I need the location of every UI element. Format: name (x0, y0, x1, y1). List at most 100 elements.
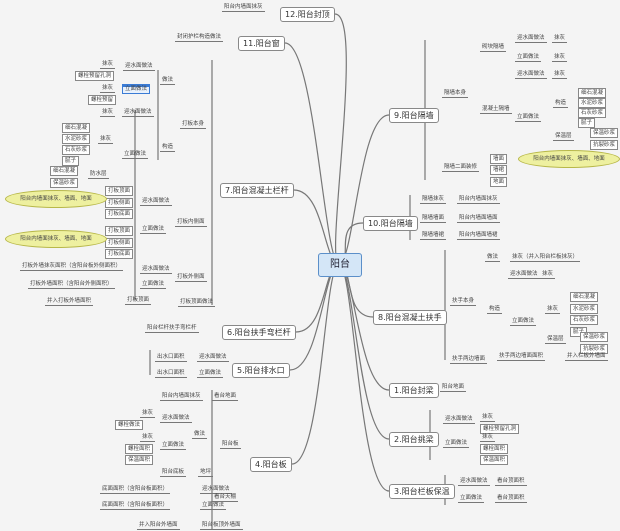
leaf-node[interactable]: 抹灰 (480, 414, 496, 422)
leaf-node[interactable]: 螺栓预留 (88, 95, 117, 105)
topic-5[interactable]: 5.阳台排水口 (232, 363, 290, 378)
leaf-node[interactable]: 做法 (192, 431, 208, 439)
leaf-node[interactable]: 阳台板顶外墙面 (200, 522, 243, 530)
leaf-node[interactable]: 细石混凝 (570, 292, 599, 302)
leaf-node[interactable]: 水泥砂浆 (62, 134, 91, 144)
leaf-node[interactable]: 并入阳台外墙面 (137, 522, 180, 530)
leaf-node[interactable]: 混凝土隔墙 (480, 106, 512, 114)
leaf-node[interactable]: 抹灰 (100, 109, 116, 117)
leaf-node[interactable]: 打板本身 (180, 121, 207, 129)
leaf-node[interactable]: 立面做法 (140, 226, 167, 234)
leaf-node[interactable]: 并入打板外墙面积 (45, 298, 94, 306)
leaf-node[interactable]: 扶手本身 (450, 298, 477, 306)
leaf-node[interactable]: 打板底面 (105, 209, 134, 219)
leaf-node[interactable]: 隔墙抹灰 (420, 196, 447, 204)
leaf-node[interactable]: 保温砂浆 (590, 128, 619, 138)
leaf-node[interactable]: 看台天棚 (212, 494, 239, 502)
leaf-node[interactable]: 底面面积（含阳台板面积） (100, 486, 171, 494)
leaf-node[interactable]: 墙裙 (490, 165, 508, 175)
leaf-node[interactable]: 打板顶面 (125, 297, 152, 305)
leaf-node[interactable]: 防水层 (88, 171, 109, 179)
leaf-node[interactable]: 阳台内墙面抹灰 (222, 4, 265, 12)
leaf-node[interactable]: 石灰砂浆 (62, 145, 91, 155)
leaf-node[interactable]: 细石混凝 (62, 123, 91, 133)
leaf-node[interactable]: 隔墙墙裙 (420, 232, 447, 240)
leaf-node[interactable]: 构造 (487, 306, 503, 314)
leaf-node[interactable]: 并入栏板外墙面 (565, 353, 608, 361)
leaf-node[interactable]: 抹灰 (545, 306, 561, 314)
leaf-node[interactable]: 水泥砂浆 (570, 304, 599, 314)
leaf-node[interactable]: 保温面积 (125, 455, 154, 465)
leaf-node[interactable]: 保温层 (545, 336, 566, 344)
leaf-node[interactable]: 底面面积（含阳台板面积） (100, 502, 171, 510)
leaf-node[interactable]: 石灰砂浆 (570, 315, 599, 325)
leaf-node[interactable]: 打板内侧面 (175, 219, 207, 227)
leaf-node[interactable]: 打板顶面 (105, 186, 134, 196)
leaf-node[interactable]: 保温面积 (480, 455, 509, 465)
leaf-node[interactable]: 隔墙墙面 (420, 215, 447, 223)
leaf-node[interactable]: 螺栓做法 (115, 420, 144, 430)
leaf-node[interactable]: 迎水面做法 (508, 271, 540, 279)
leaf-node[interactable]: 构造 (160, 144, 176, 152)
leaf-node[interactable]: 抹灰 (552, 54, 568, 62)
topic-11[interactable]: 2.阳台挑梁 (389, 432, 439, 447)
leaf-node[interactable]: 立面做法 (140, 281, 167, 289)
leaf-node[interactable]: 打板外墙面积（含阳台外侧面积） (28, 281, 115, 289)
leaf-node[interactable]: 做法 (485, 254, 501, 262)
leaf-node[interactable]: 抹灰 (552, 35, 568, 43)
leaf-node[interactable]: 墙面 (490, 154, 508, 164)
leaf-node[interactable]: 阳台内墙面墙面 (457, 215, 500, 223)
leaf-node[interactable]: 迎水面做法 (458, 478, 490, 486)
leaf-node[interactable]: 看台地面 (212, 393, 239, 401)
leaf-node[interactable]: 抹灰 (552, 71, 568, 79)
leaf-node[interactable]: 阳台板 (220, 441, 241, 449)
leaf-node[interactable]: 阳台地面 (440, 384, 467, 392)
leaf-node[interactable]: 看台顶面积 (495, 495, 527, 503)
leaf-node[interactable]: 立面做法 (458, 495, 485, 503)
leaf-node[interactable]: 打板外侧面 (175, 274, 207, 282)
central-topic[interactable]: 阳台 (318, 253, 362, 277)
leaf-node[interactable]: 螺栓预留孔洞 (480, 424, 520, 434)
topic-9[interactable]: 8.阳台混凝土扶手 (373, 310, 447, 325)
leaf-node[interactable]: 迎水面做法 (123, 63, 155, 71)
leaf-node[interactable]: 打板外墙抹灰面积（含阳台板外侧面积） (20, 263, 124, 271)
leaf-node[interactable]: 阳台内墙面抹灰 (457, 196, 500, 204)
leaf-node[interactable]: 阳台内墙面墙裙 (457, 232, 500, 240)
topic-8[interactable]: 10.阳台隔墙 (363, 216, 418, 231)
leaf-node[interactable]: 抹灰 (480, 434, 496, 442)
leaf-node[interactable]: 隔墙本身 (442, 90, 469, 98)
leaf-node[interactable]: 腻子 (62, 156, 80, 166)
leaf-node[interactable]: 立面做法 (197, 370, 224, 378)
leaf-node[interactable]: 打板侧面 (105, 238, 134, 248)
leaf-node[interactable]: 地面 (490, 177, 508, 187)
leaf-node[interactable]: 迎水面做法 (160, 415, 192, 423)
leaf-node[interactable]: 螺栓面积 (480, 444, 509, 454)
leaf-node[interactable]: 抹灰 (540, 271, 556, 279)
topic-4[interactable]: 6.阳台扶手弯栏杆 (222, 325, 296, 340)
topic-2[interactable]: 11.阳台窗 (238, 36, 285, 51)
leaf-node[interactable]: 出水口面积 (155, 354, 187, 362)
leaf-node[interactable]: 抹灰 (100, 61, 116, 69)
leaf-node[interactable]: 封闭护栏构造做法 (175, 34, 224, 42)
leaf-node[interactable]: 迎水面做法 (122, 109, 154, 117)
leaf-node[interactable]: 砌块隔墙 (480, 44, 507, 52)
leaf-node[interactable]: 出水口面积 (155, 370, 187, 378)
topic-6[interactable]: 4.阳台板 (250, 457, 292, 472)
leaf-node[interactable]: 抹灰 (140, 434, 156, 442)
leaf-node[interactable]: 迎水面做法 (140, 266, 172, 274)
leaf-node[interactable]: 迎水面做法 (140, 198, 172, 206)
leaf-node[interactable]: 阳台内墙面抹灰 (160, 393, 203, 401)
topic-7[interactable]: 9.阳台隔墙 (389, 108, 439, 123)
leaf-node[interactable]: 立面做法 (510, 318, 537, 326)
topic-3[interactable]: 7.阳台混凝土栏杆 (220, 183, 294, 198)
leaf-node[interactable]: 立面做法 (443, 440, 470, 448)
leaf-node[interactable]: 扶手两边墙面 (450, 356, 488, 364)
topic-1[interactable]: 12.阳台封顶 (280, 7, 335, 22)
leaf-node[interactable]: 扶手两边墙面面积 (497, 353, 546, 361)
leaf-node[interactable]: 细石混凝 (578, 88, 607, 98)
leaf-node[interactable]: 保温砂浆 (50, 178, 79, 188)
leaf-node[interactable]: 做法 (160, 77, 176, 85)
leaf-node[interactable]: 螺栓面积 (125, 444, 154, 454)
leaf-node[interactable]: 构造 (553, 100, 569, 108)
leaf-node[interactable]: 立面做法 (160, 442, 187, 450)
